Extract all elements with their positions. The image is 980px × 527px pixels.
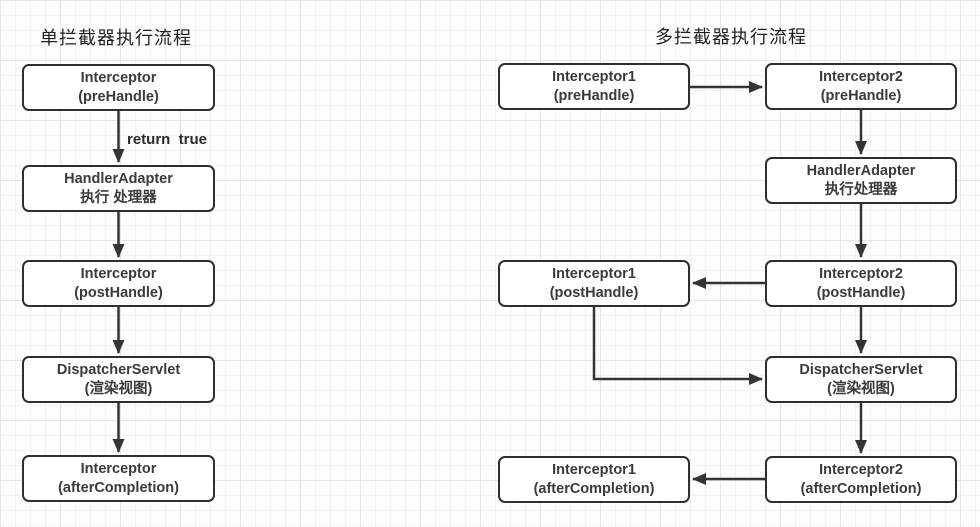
- node-line2: (preHandle): [820, 87, 902, 104]
- node-line1: HandlerAdapter: [806, 162, 916, 179]
- node-line1: DispatcherServlet: [799, 361, 923, 378]
- node-line2: (postHandle): [74, 284, 163, 301]
- node-right-interceptor2-prehandle: Interceptor2 (preHandle): [765, 63, 957, 110]
- node-right-handleradapter: HandlerAdapter 执行处理器: [765, 157, 957, 204]
- node-line2: (postHandle): [816, 284, 906, 301]
- node-line2: (afterCompletion): [58, 479, 179, 496]
- node-line2: 执行 处理器: [80, 189, 157, 206]
- node-line2: (preHandle): [78, 88, 159, 105]
- node-right-interceptor2-aftercompletion: Interceptor2 (afterCompletion): [765, 456, 957, 503]
- node-right-dispatcherservlet: DispatcherServlet (渲染视图): [765, 356, 957, 403]
- node-line1: Interceptor1: [552, 68, 636, 85]
- node-line1: Interceptor1: [552, 265, 636, 282]
- node-line1: Interceptor2: [819, 461, 903, 478]
- node-left-handleradapter: HandlerAdapter 执行 处理器: [22, 165, 215, 212]
- node-line2: (afterCompletion): [533, 480, 655, 497]
- node-line2: (afterCompletion): [800, 480, 922, 497]
- node-line1: Interceptor1: [552, 461, 636, 478]
- node-line2: (渲染视图): [827, 380, 895, 397]
- left-flow-title: 单拦截器执行流程: [40, 28, 192, 48]
- node-left-interceptor-aftercompletion: Interceptor (afterCompletion): [22, 455, 215, 502]
- node-line2: (渲染视图): [84, 380, 153, 397]
- node-line1: Interceptor2: [819, 265, 903, 282]
- node-line1: DispatcherServlet: [56, 361, 181, 378]
- node-right-interceptor1-aftercompletion: Interceptor1 (afterCompletion): [498, 456, 690, 503]
- node-left-interceptor-prehandle: Interceptor (preHandle): [22, 64, 215, 111]
- node-right-interceptor1-posthandle: Interceptor1 (postHandle): [498, 260, 690, 307]
- node-line1: Interceptor: [80, 265, 157, 282]
- right-flow-title: 多拦截器执行流程: [655, 27, 807, 47]
- arrow-right-post1-elbow-to-dispatcher: [592, 307, 763, 385]
- node-right-interceptor2-posthandle: Interceptor2 (postHandle): [765, 260, 957, 307]
- node-line1: Interceptor: [80, 460, 157, 477]
- edge-label-return-true: return true: [127, 131, 208, 148]
- node-left-dispatcherservlet: DispatcherServlet (渲染视图): [22, 356, 215, 403]
- node-right-interceptor1-prehandle: Interceptor1 (preHandle): [498, 63, 690, 110]
- node-line1: Interceptor2: [819, 68, 903, 85]
- node-line1: Interceptor: [80, 69, 157, 86]
- node-line2: (postHandle): [549, 284, 639, 301]
- node-line2: 执行处理器: [824, 181, 898, 198]
- node-line1: HandlerAdapter: [64, 170, 173, 187]
- node-left-interceptor-posthandle: Interceptor (postHandle): [22, 260, 215, 307]
- node-line2: (preHandle): [553, 87, 635, 104]
